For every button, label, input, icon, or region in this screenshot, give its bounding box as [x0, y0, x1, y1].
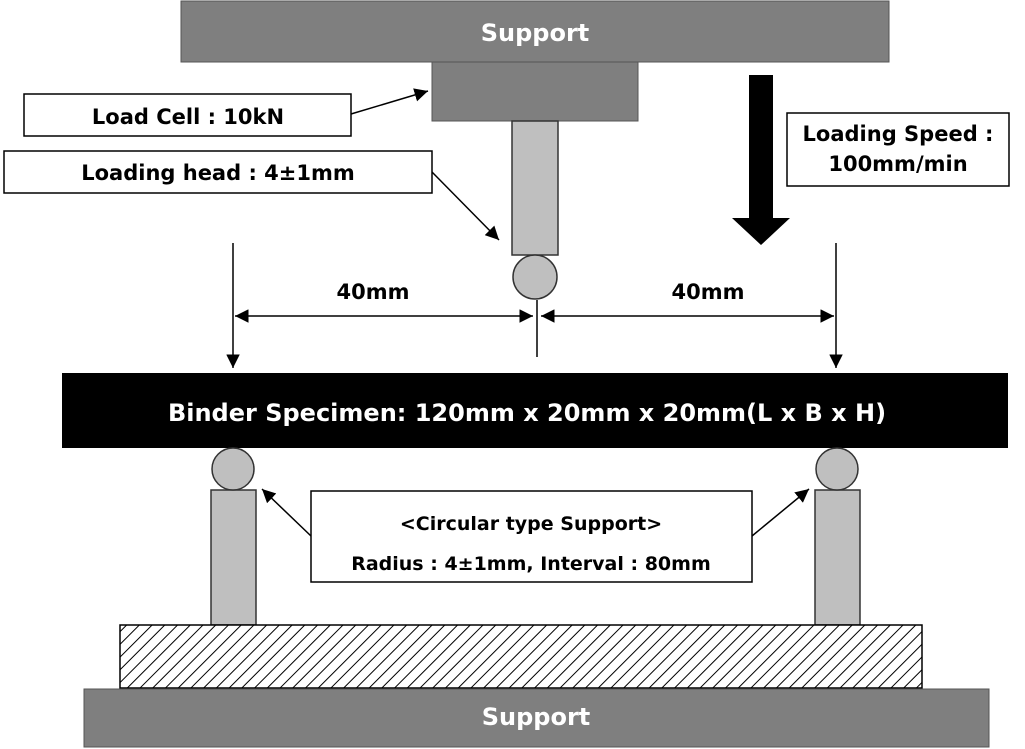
specimen-label: Binder Specimen: 120mm x 20mm x 20mm(L x…	[168, 399, 886, 427]
load-cell	[431, 61, 639, 122]
loading-head-label: Loading head : 4±1mm	[81, 161, 355, 185]
loading-speed-line1: Loading Speed :	[803, 122, 994, 146]
bottom-support: Support	[83, 688, 990, 748]
right-span-label: 40mm	[672, 280, 745, 304]
load-cell-callout: Load Cell : 10kN	[23, 88, 429, 137]
left-support-roller	[210, 447, 257, 626]
binder-specimen: Binder Specimen: 120mm x 20mm x 20mm(L x…	[62, 373, 1008, 448]
loading-head-roller	[512, 254, 558, 300]
circular-support-callout: <Circular type Support> Radius : 4±1mm, …	[261, 488, 810, 583]
loading-speed-callout: Loading Speed : 100mm/min	[786, 112, 1010, 187]
loading-head-callout: Loading head : 4±1mm	[3, 150, 500, 241]
top-support: Support	[180, 0, 890, 63]
support-callout-detail: Radius : 4±1mm, Interval : 80mm	[351, 553, 711, 575]
loading-direction-arrow-icon	[732, 75, 790, 245]
top-support-label: Support	[481, 19, 590, 47]
span-dimensions: 40mm 40mm	[226, 243, 843, 368]
loading-speed-line2: 100mm/min	[828, 152, 967, 176]
support-callout-title: <Circular type Support>	[400, 513, 662, 535]
right-support-roller	[814, 447, 861, 626]
load-cell-label: Load Cell : 10kN	[92, 105, 284, 129]
hatched-base-plate	[119, 624, 923, 689]
bottom-support-label: Support	[482, 703, 591, 731]
left-span-label: 40mm	[337, 280, 410, 304]
loading-shaft	[511, 120, 559, 256]
